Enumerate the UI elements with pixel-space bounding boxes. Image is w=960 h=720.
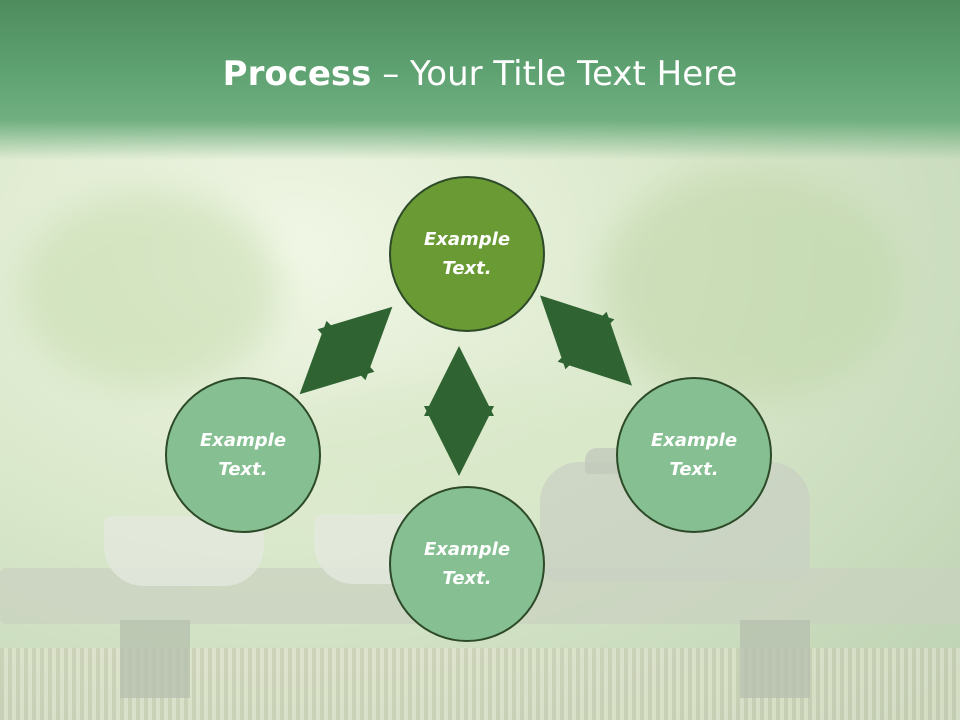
process-node-bottom[interactable]: Example Text. <box>389 486 545 642</box>
tea-tray-leg <box>740 620 810 698</box>
node-label: Example Text. <box>650 430 738 480</box>
title-separator: – <box>371 54 411 94</box>
title-bold: Process <box>222 54 372 94</box>
process-node-top[interactable]: Example Text. <box>389 176 545 332</box>
arrow-top-right <box>540 295 632 386</box>
node-label: Example Text. <box>199 430 287 480</box>
slide-title[interactable]: Process – Your Title Text Here <box>0 52 960 96</box>
tea-tray-leg <box>120 620 190 698</box>
background-foliage <box>600 170 900 400</box>
title-bar <box>0 0 960 160</box>
process-node-left[interactable]: Example Text. <box>165 377 321 533</box>
background-foliage <box>20 190 280 390</box>
node-label: Example Text. <box>423 539 511 589</box>
arrow-top-left <box>299 306 393 395</box>
title-rest: Your Title Text Here <box>410 54 738 94</box>
node-label: Example Text. <box>423 229 511 279</box>
process-node-right[interactable]: Example Text. <box>616 377 772 533</box>
